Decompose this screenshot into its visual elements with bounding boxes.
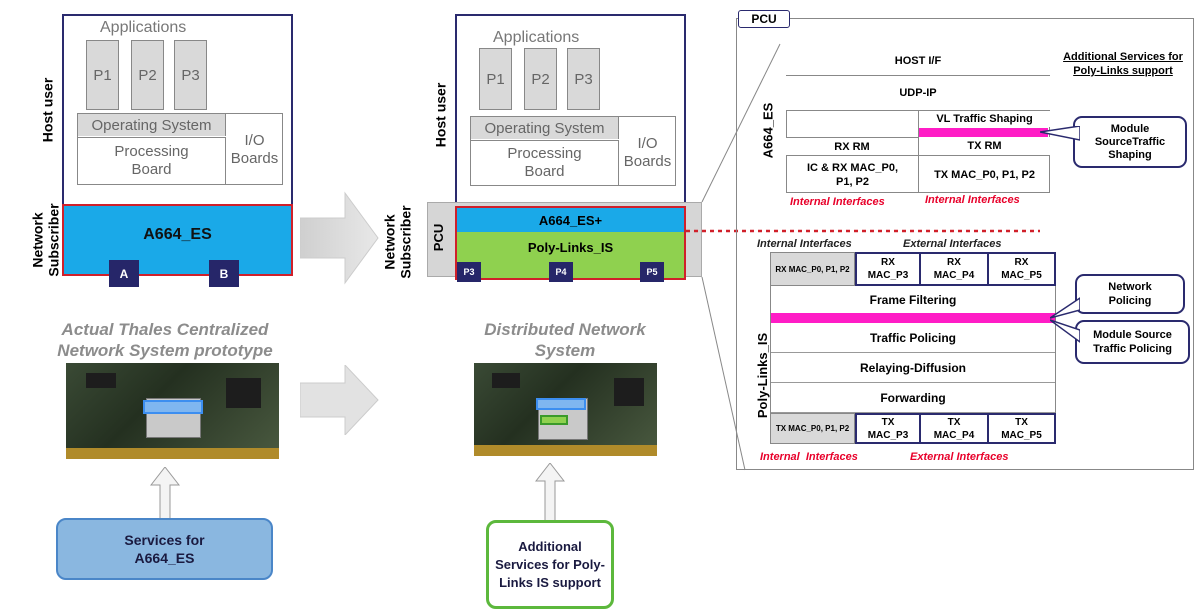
pcu-internal-interfaces-header: Internal Interfaces xyxy=(757,238,852,250)
left-host-frame xyxy=(62,14,293,204)
pcu-policing-bar xyxy=(771,313,1055,323)
pcu-rx-cell-3: RX MAC_P5 xyxy=(989,252,1056,286)
pcu-rx-cell-2: RX MAC_P4 xyxy=(921,252,989,286)
pcu-internal-interfaces-right: Internal Interfaces xyxy=(925,194,1020,206)
pcu-tx-mac: TX MAC_P0, P1, P2 xyxy=(922,157,1047,192)
mid-port-p4: P4 xyxy=(549,262,573,282)
left-proc-p2: P2 xyxy=(131,40,164,110)
pcu-shaping-pointer xyxy=(1040,126,1080,141)
pcu-ic-rx: IC & RX MAC_P0, P1, P2 xyxy=(790,157,915,192)
services-poly-box: Additional Services for Poly-Links IS su… xyxy=(486,520,614,609)
mid-host-frame xyxy=(455,14,686,204)
left-operating-system: Operating System xyxy=(78,114,226,136)
left-processing-board: Processing Board xyxy=(78,137,226,184)
left-es-block: A664_ES xyxy=(62,204,293,276)
left-port-b: B xyxy=(209,260,239,287)
left-os-frame xyxy=(77,113,283,185)
mid-board-image xyxy=(474,363,657,456)
pcu-relaying: Relaying-Diffusion xyxy=(771,353,1055,383)
left-proc-p1: P1 xyxy=(86,40,119,110)
pcu-host-if: HOST I/F xyxy=(786,47,1050,76)
pcu-rx-cell-0: RX MAC_P0, P1, P2 xyxy=(770,252,855,286)
services-es-box: Services for A664_ES xyxy=(56,518,273,580)
pcu-a664-label: A664_ES xyxy=(760,102,776,158)
left-port-a: A xyxy=(109,260,139,287)
pcu-tx-cell-1: TX MAC_P3 xyxy=(855,413,921,444)
mid-up-arrow xyxy=(535,463,565,521)
pcu-tx-cell-0: TX MAC_P0, P1, P2 xyxy=(770,413,855,444)
pcu-tx-cell-2: TX MAC_P4 xyxy=(921,413,989,444)
mid-os-frame xyxy=(470,116,676,186)
pcu-external-interfaces-header: External Interfaces xyxy=(903,238,1002,250)
mid-proc-p3: P3 xyxy=(567,48,600,110)
pcu-module-shaping-callout: Module SourceTraffic Shaping xyxy=(1073,116,1187,168)
mid-es-plus-block: A664_ES+ xyxy=(455,206,686,232)
arrow-stack-right xyxy=(300,191,379,285)
pcu-tx-rm: TX RM xyxy=(919,137,1050,156)
left-proc-p3: P3 xyxy=(174,40,207,110)
left-io-boards: I/O Boards xyxy=(230,132,279,167)
pcu-policing-pointers xyxy=(1050,297,1080,343)
pcu-internal-interfaces-left: Internal Interfaces xyxy=(790,196,885,208)
pcu-vl-shaping: VL Traffic Shaping xyxy=(918,111,1050,127)
pcu-shaping-bar xyxy=(918,128,1048,137)
mid-title: Distributed Network System xyxy=(484,320,646,360)
pcu-panel-frame xyxy=(736,18,1194,470)
pcu-panel-title: PCU xyxy=(738,10,790,28)
mid-proc-p1: P1 xyxy=(479,48,512,110)
mid-port-p5: P5 xyxy=(640,262,664,282)
mid-io-boards: I/O Boards xyxy=(623,135,672,170)
pcu-additional-services: Additional Services for Poly-Links suppo… xyxy=(1063,51,1183,77)
pcu-traffic-policing: Traffic Policing xyxy=(771,323,1055,353)
left-title: Actual Thales Centralized Network System… xyxy=(57,320,273,360)
left-applications-label: Applications xyxy=(100,19,187,36)
pcu-forwarding: Forwarding xyxy=(771,383,1055,413)
pcu-mid-divider xyxy=(918,111,919,193)
pcu-tx-cell-3: TX MAC_P5 xyxy=(989,413,1056,444)
pcu-udp-ip: UDP-IP xyxy=(786,76,1050,111)
mid-port-p3: P3 xyxy=(457,262,481,282)
arrow-board-right xyxy=(300,365,379,435)
pcu-frame-filtering: Frame Filtering xyxy=(869,292,957,307)
left-board-image xyxy=(66,363,279,459)
pcu-rx-cell-1: RX MAC_P3 xyxy=(855,252,921,286)
pcu-rx-rm: RX RM xyxy=(786,137,918,156)
mid-proc-p2: P2 xyxy=(524,48,557,110)
pcu-internal-interfaces-bottom: Internal Interfaces xyxy=(760,451,858,463)
pcu-module-policing-callout: Module Source Traffic Policing xyxy=(1075,320,1190,364)
pcu-network-policing-callout: Network Policing xyxy=(1075,274,1185,314)
left-up-arrow xyxy=(150,467,180,519)
pcu-external-interfaces-bottom: External Interfaces xyxy=(910,451,1009,463)
mid-applications-label: Applications xyxy=(493,29,580,46)
mid-operating-system: Operating System xyxy=(471,117,619,139)
mid-processing-board: Processing Board xyxy=(471,140,619,185)
